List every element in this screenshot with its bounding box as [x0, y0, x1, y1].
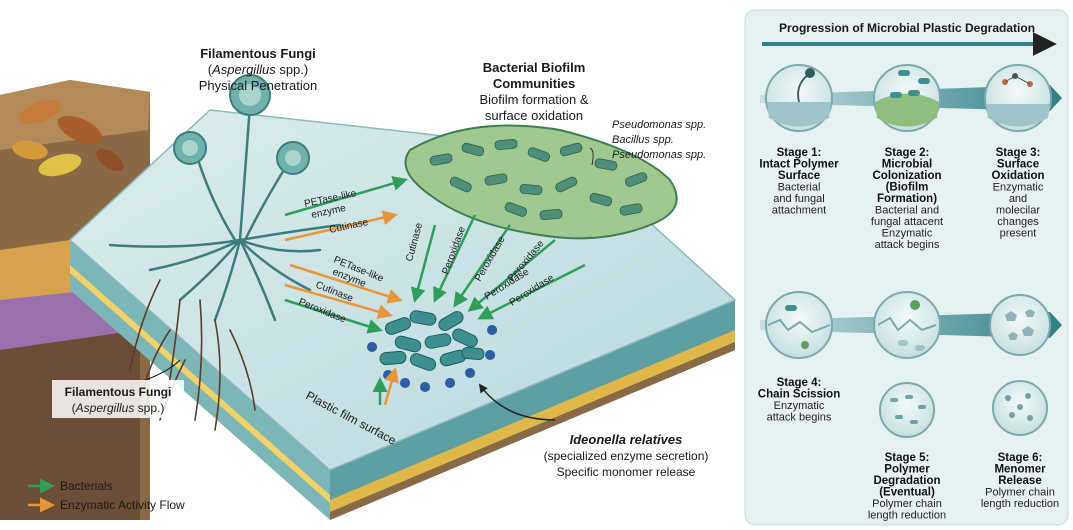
- fungi-top-subtitle: Physical Penetration: [199, 78, 318, 93]
- fungi-bottom-title: Filamentous Fungi: [65, 385, 172, 399]
- stage-5-title-line-1: Stage 5:: [885, 452, 930, 464]
- species-2: Bacillus spp.: [612, 134, 674, 146]
- stage-2-illustration: [874, 65, 940, 131]
- biofilm-title-2: Communities: [493, 76, 575, 91]
- stage-4-illustration: [766, 292, 832, 358]
- stage-4-title-line-1: Stage 4:: [777, 377, 822, 389]
- stage-1-desc-line-1: Bacterial: [778, 182, 821, 194]
- progression-panel: Progression of Microbial Plastic Degrada…: [745, 10, 1068, 525]
- legend-label-bacterials: Bacterials: [60, 479, 113, 493]
- stage-1-illustration: [766, 65, 832, 131]
- progression-title: Progression of Microbial Plastic Degrada…: [779, 21, 1035, 35]
- stage-2-title-line-2: Microbial: [882, 159, 932, 171]
- biofilm-desc-2: surface oxidation: [485, 108, 583, 123]
- stage-2-desc-line-3: Enzymatic: [882, 228, 933, 240]
- stage-2-desc-line-4: attack begins: [875, 239, 940, 251]
- species-3: Pseudomonas spp.: [612, 149, 706, 161]
- stage-2-title-line-5: Formation): [877, 193, 937, 205]
- stage-6-second-illustration: [993, 381, 1047, 435]
- stage-3-desc-line-5: present: [1000, 228, 1037, 240]
- stage-4-desc-line-2: attack begins: [767, 412, 832, 424]
- stage-6-title-line-2: Menomer: [994, 464, 1046, 476]
- stage-3-desc-line-3: molecilar: [996, 205, 1040, 217]
- stage-2-title-line-3: Colonization: [873, 170, 942, 182]
- stage-3-title-line-3: Oxidation: [991, 170, 1044, 182]
- stage-5-illustration: [874, 292, 940, 358]
- stage-3-title-line-2: Surface: [997, 159, 1039, 171]
- stage-3-title-line-1: Stage 3:: [996, 147, 1041, 159]
- biofilm-title-1: Bacterial Biofilm: [483, 60, 586, 75]
- fungi-top-title: Filamentous Fungi: [200, 46, 316, 61]
- stage-4-title-line-2: Chain Scission: [758, 389, 840, 401]
- stage-5-title-line-2: Polymer: [884, 464, 930, 476]
- label-ideonella: Ideonella relatives (specialized enzyme …: [544, 432, 709, 479]
- species-1: Pseudomonas spp.: [612, 119, 706, 131]
- stage-3-desc-line-4: changes: [997, 216, 1039, 228]
- stage-2-title-line-1: Stage 2:: [885, 147, 930, 159]
- ideonella-title: Ideonella relatives: [570, 432, 683, 447]
- stage-5-title-line-3: Degradation: [873, 475, 940, 487]
- stage-6-title-line-3: Release: [998, 475, 1041, 487]
- stage-4-desc-line-1: Enzymatic: [774, 400, 825, 412]
- biofilm-desc-1: Biofilm formation &: [479, 92, 588, 107]
- stage-6-illustration: [990, 295, 1050, 355]
- stage-5-desc-line-2: length reduction: [868, 510, 946, 522]
- stage-5-desc-line-1: Polymer chain: [872, 498, 942, 510]
- fungi-bottom-genus: (Aspergillus spp.): [72, 401, 165, 415]
- ideonella-line2: (specialized enzyme secretion): [544, 449, 709, 463]
- stage-1-title-line-3: Surface: [778, 170, 820, 182]
- stage-2-title-line-4: (Biofilm: [886, 182, 929, 194]
- stage-2-desc-line-1: Bacterial and: [875, 205, 939, 217]
- stage-1-title-line-2: Intact Polymer: [759, 159, 839, 171]
- stage-6-title-line-1: Stage 6:: [998, 452, 1043, 464]
- stage-6-desc-line-2: length reduction: [981, 498, 1059, 510]
- label-fungi-top: Filamentous Fungi (Aspergillus spp.) Phy…: [199, 46, 318, 93]
- label-biofilm: Bacterial Biofilm Communities Biofilm fo…: [479, 60, 588, 123]
- stage-2-desc-line-2: fungal attacent: [871, 216, 943, 228]
- stage-5-second-illustration: [880, 383, 934, 437]
- stage-6-desc-line-1: Polymer chain: [985, 487, 1055, 499]
- stage-3-illustration: [985, 65, 1051, 131]
- stage-5-title-line-4: (Eventual): [879, 487, 935, 499]
- label-fungi-bottom: Filamentous Fungi (Aspergillus spp.): [52, 380, 184, 418]
- stage-1-desc-line-3: attachment: [772, 205, 826, 217]
- ideonella-line3: Specific monomer release: [557, 465, 696, 479]
- stage-1-title-line-1: Stage 1:: [777, 147, 822, 159]
- stage-3-desc-line-1: Enzymatic: [993, 182, 1044, 194]
- stage-3-desc-line-2: and: [1009, 193, 1027, 205]
- stage-1-desc-line-2: and fungal: [773, 193, 824, 205]
- fungi-top-genus: (Aspergillus spp.): [208, 62, 308, 77]
- legend-label-enzymatic: Enzymatic Activity Flow: [60, 498, 185, 512]
